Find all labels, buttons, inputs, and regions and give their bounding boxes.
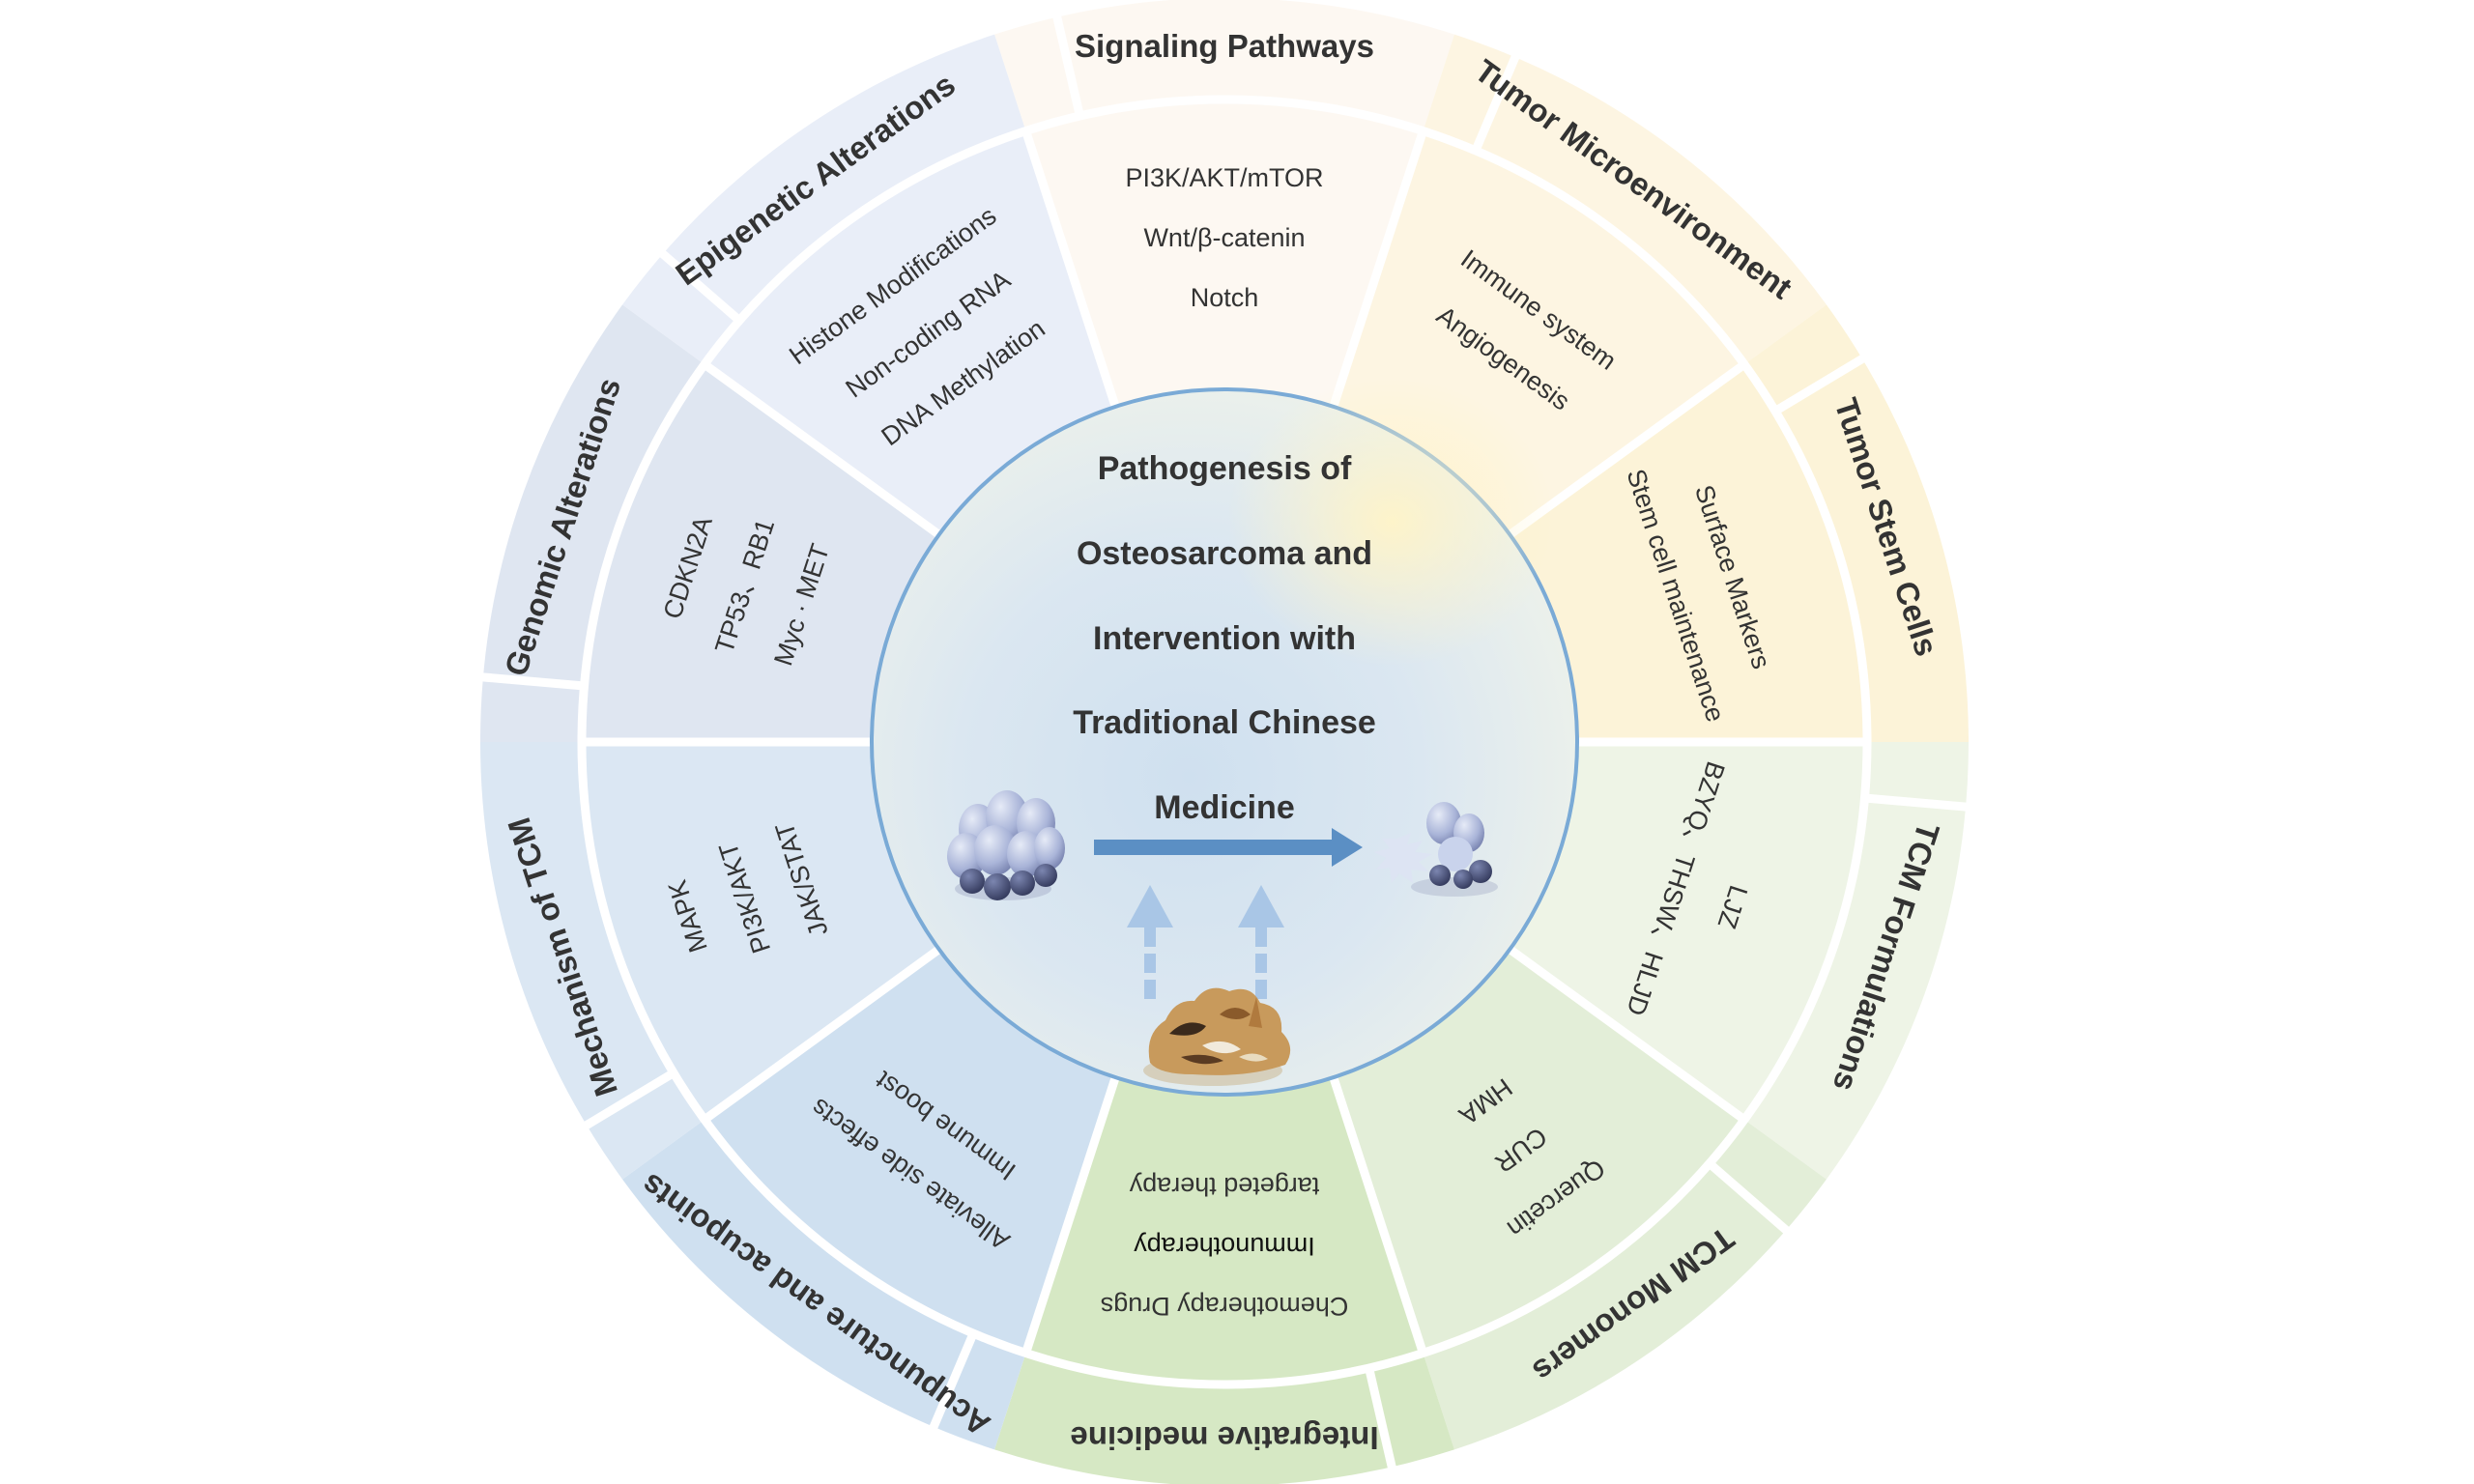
- dissolving-tumor-cells-icon: [1374, 802, 1498, 897]
- sector-items-band: [1506, 364, 1867, 742]
- sector-title-band: [480, 304, 705, 742]
- sector-item: Immunotherapy: [1134, 1232, 1315, 1261]
- sector-title: Integrative medicine: [1070, 1420, 1378, 1456]
- sector-title: Signaling Pathways: [1075, 28, 1374, 64]
- right-arrow-icon: [1094, 828, 1363, 867]
- radial-divider-inner: [1329, 1075, 1427, 1355]
- dashed-up-arrow-icon: [1127, 885, 1284, 999]
- radial-divider-outer: [929, 1331, 978, 1431]
- radial-divider-outer: [1051, 14, 1084, 118]
- sector-item: Wnt/β-catenin: [1143, 223, 1305, 252]
- sector-items-band: [582, 742, 943, 1120]
- radial-divider-outer: [1772, 354, 1867, 415]
- center-title-line-3: Intervention with: [1093, 620, 1356, 657]
- sector-title-band: [622, 34, 1026, 365]
- center-title-line-2: Osteosarcoma and: [1077, 535, 1372, 572]
- sector-title-band: [1423, 1119, 1827, 1450]
- radial-divider-outer: [480, 672, 585, 691]
- sector-title-band: [994, 0, 1454, 131]
- radial-divider-inner: [702, 945, 942, 1124]
- radial-divider-outer: [1706, 1159, 1791, 1235]
- center-circle: Pathogenesis of Osteosarcoma and Interve…: [870, 377, 1579, 1097]
- radial-divider-outer: [1365, 1366, 1397, 1470]
- sector-items-band: [1025, 99, 1424, 412]
- sector-item: targeted therapy: [1129, 1172, 1319, 1201]
- sector-items-band: [1506, 742, 1867, 1120]
- sector-items-band: [582, 364, 943, 742]
- tumor-cell-cluster-icon: [947, 790, 1065, 900]
- sector-title-band: [994, 1353, 1454, 1484]
- sector-title-band: [1743, 304, 1969, 742]
- radial-divider-outer: [582, 1069, 676, 1130]
- sector-items-band: [1025, 1072, 1424, 1385]
- sector-item: Chemotherapy Drugs: [1101, 1292, 1349, 1321]
- sector-title-band: [480, 742, 705, 1180]
- center-title-line-5: Medicine: [1154, 789, 1294, 826]
- radial-divider-inner: [702, 360, 942, 539]
- radial-divider-inner: [1021, 129, 1120, 409]
- herbal-medicine-icon: [1143, 987, 1291, 1086]
- radial-divider-outer: [658, 249, 743, 325]
- center-glow: [1227, 377, 1556, 667]
- sector-title-band: [1423, 34, 1827, 365]
- radial-divider-inner: [1329, 129, 1427, 409]
- center-title-line-1: Pathogenesis of: [1098, 450, 1352, 487]
- sector-title-band: [622, 1119, 1026, 1450]
- radial-divider-outer: [1864, 793, 1969, 812]
- radial-divider-outer: [1471, 53, 1520, 153]
- sector-item: PI3K/AKT/mTOR: [1125, 163, 1323, 192]
- sector-item: Notch: [1191, 283, 1259, 312]
- center-title-line-4: Traditional Chinese: [1073, 704, 1376, 741]
- sector-title-band: [1743, 742, 1969, 1180]
- radial-divider-inner: [1507, 945, 1747, 1124]
- radial-divider-inner: [1021, 1075, 1120, 1355]
